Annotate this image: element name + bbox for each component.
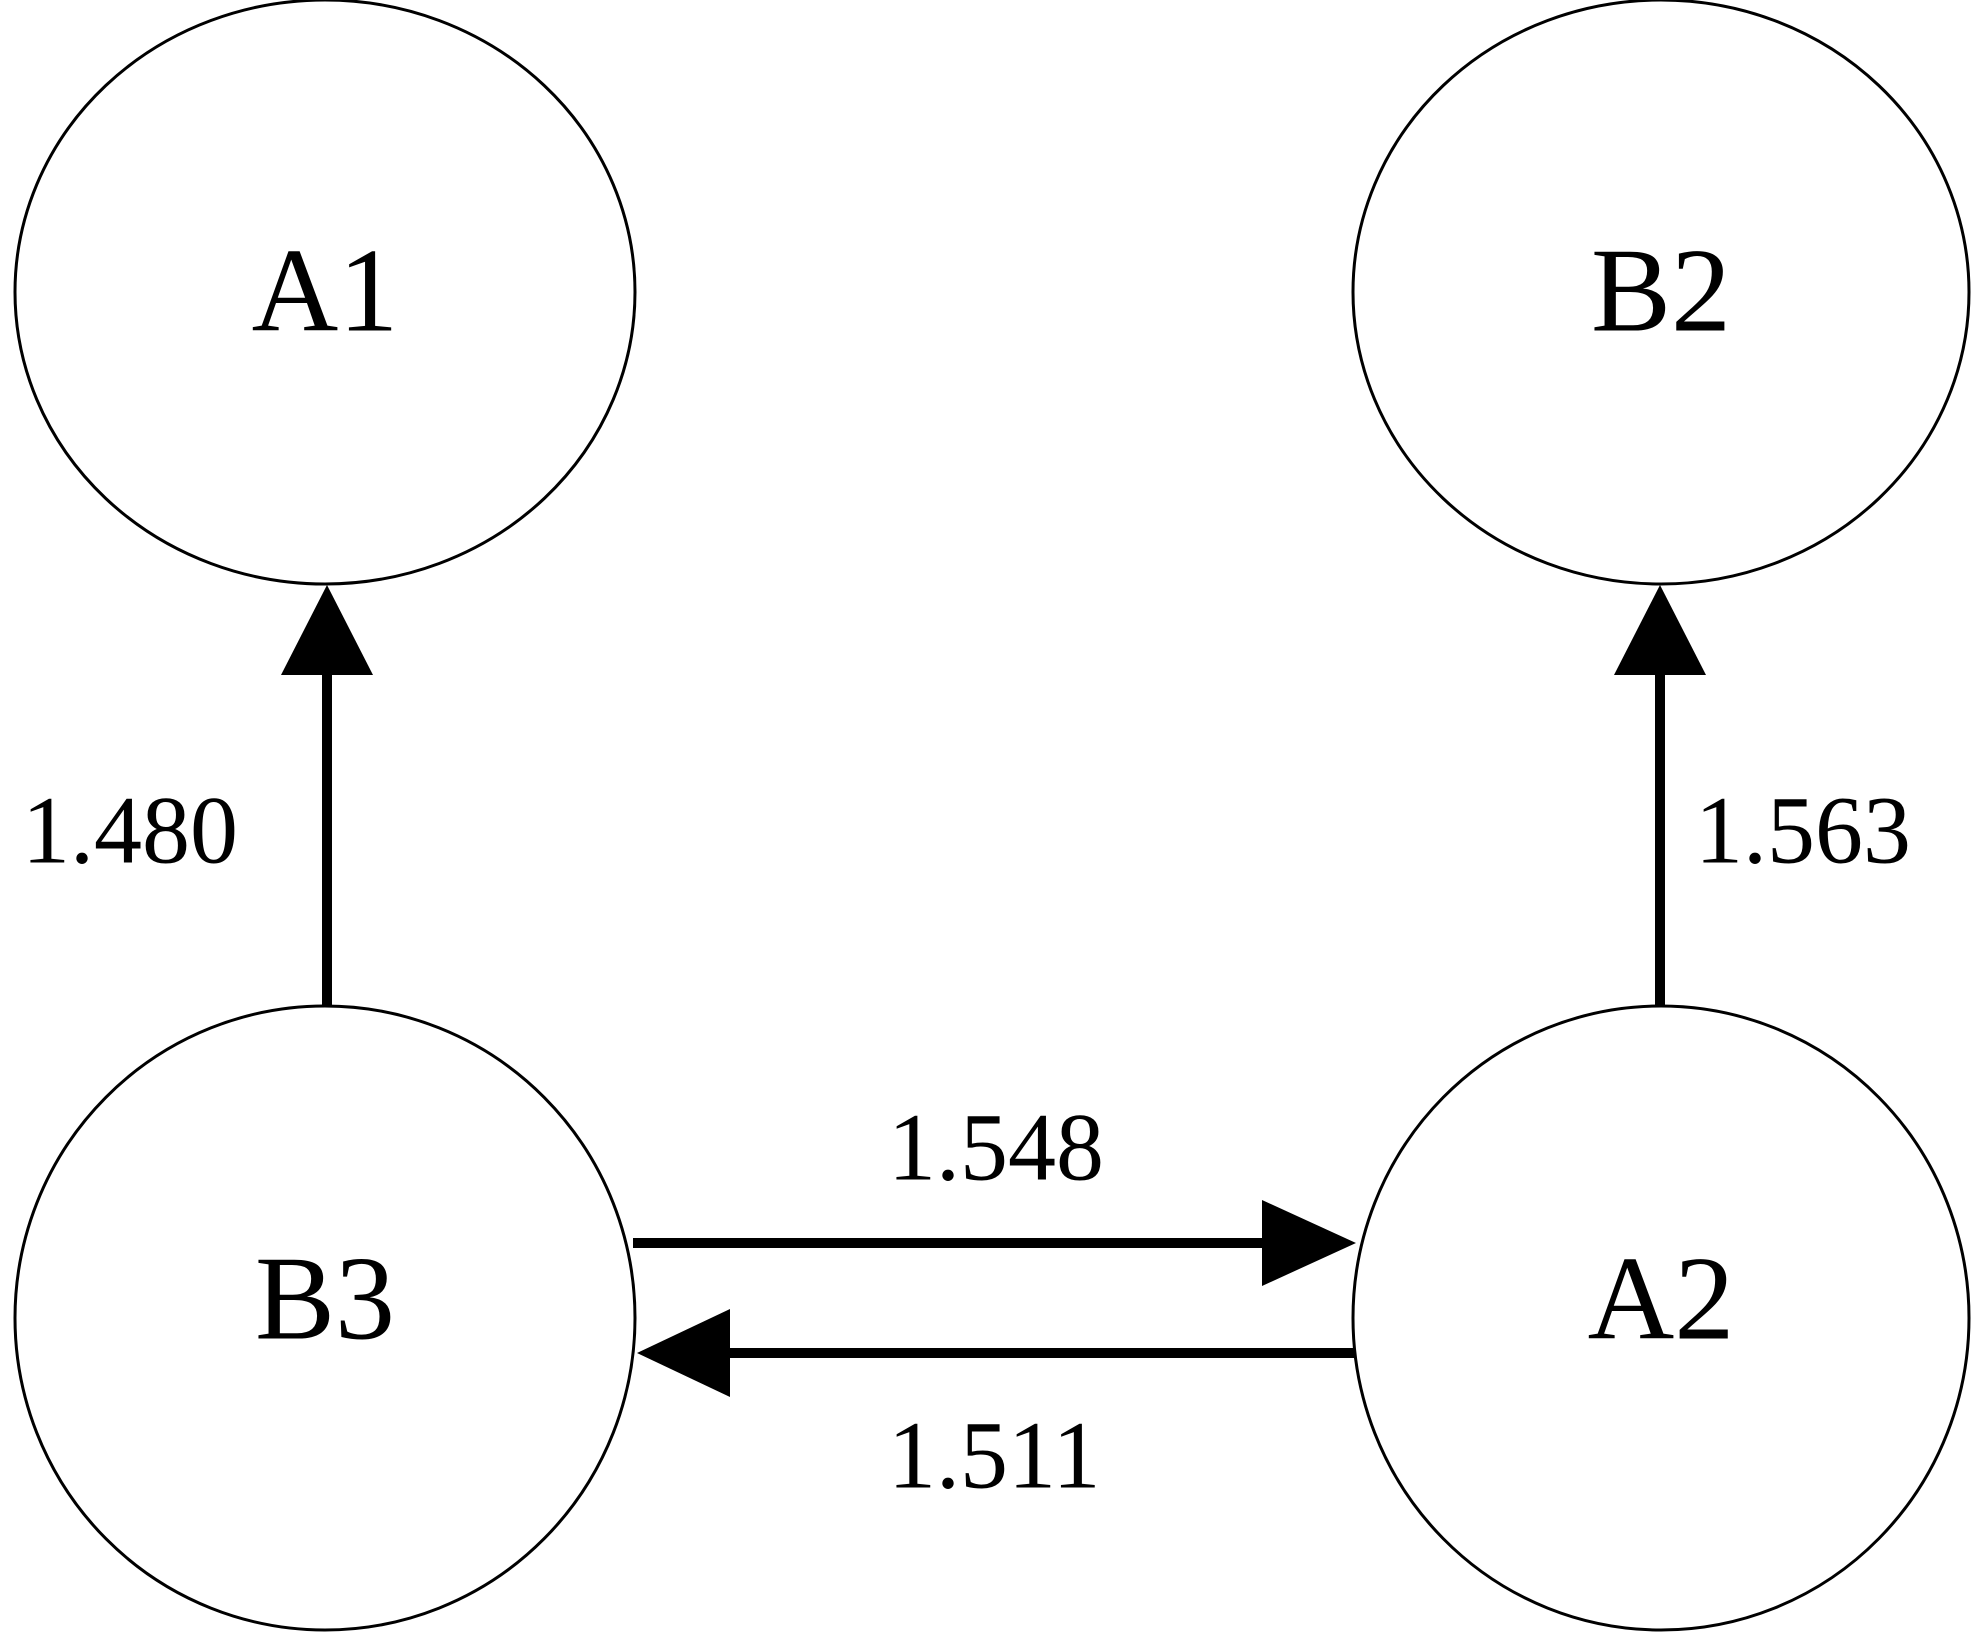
edge-B3-to-A2-label: 1.548 <box>888 1094 1104 1201</box>
node-B2-ellipse <box>1351 0 1971 586</box>
edge-A2-to-B2-arrowhead <box>1614 585 1706 675</box>
node-B3: B3 <box>13 1004 637 1632</box>
node-A2-label: A2 <box>1588 1232 1735 1365</box>
edge-B3-to-A1-arrowhead <box>281 585 373 675</box>
edge-A2-to-B3-label: 1.511 <box>888 1402 1100 1509</box>
edge-A2-to-B3: 1.511 <box>637 1309 1355 1509</box>
node-B2-label: B2 <box>1591 224 1731 357</box>
node-A2: A2 <box>1351 1004 1971 1632</box>
node-A1-ellipse <box>13 0 637 586</box>
edge-B3-to-A1-label: 1.480 <box>22 777 238 884</box>
edge-A2-to-B3-arrowhead <box>637 1309 730 1397</box>
edge-A2-to-B2: 1.563 <box>1614 585 1911 1007</box>
node-A1-label: A1 <box>252 224 399 357</box>
node-B3-label: B3 <box>255 1232 395 1365</box>
edge-B3-to-A2: 1.548 <box>633 1094 1356 1286</box>
node-B2: B2 <box>1351 0 1971 586</box>
edge-B3-to-A2-arrowhead <box>1262 1200 1356 1286</box>
node-A1: A1 <box>13 0 637 586</box>
edge-B3-to-A1: 1.480 <box>22 585 373 1007</box>
edge-A2-to-B2-label: 1.563 <box>1695 777 1911 884</box>
